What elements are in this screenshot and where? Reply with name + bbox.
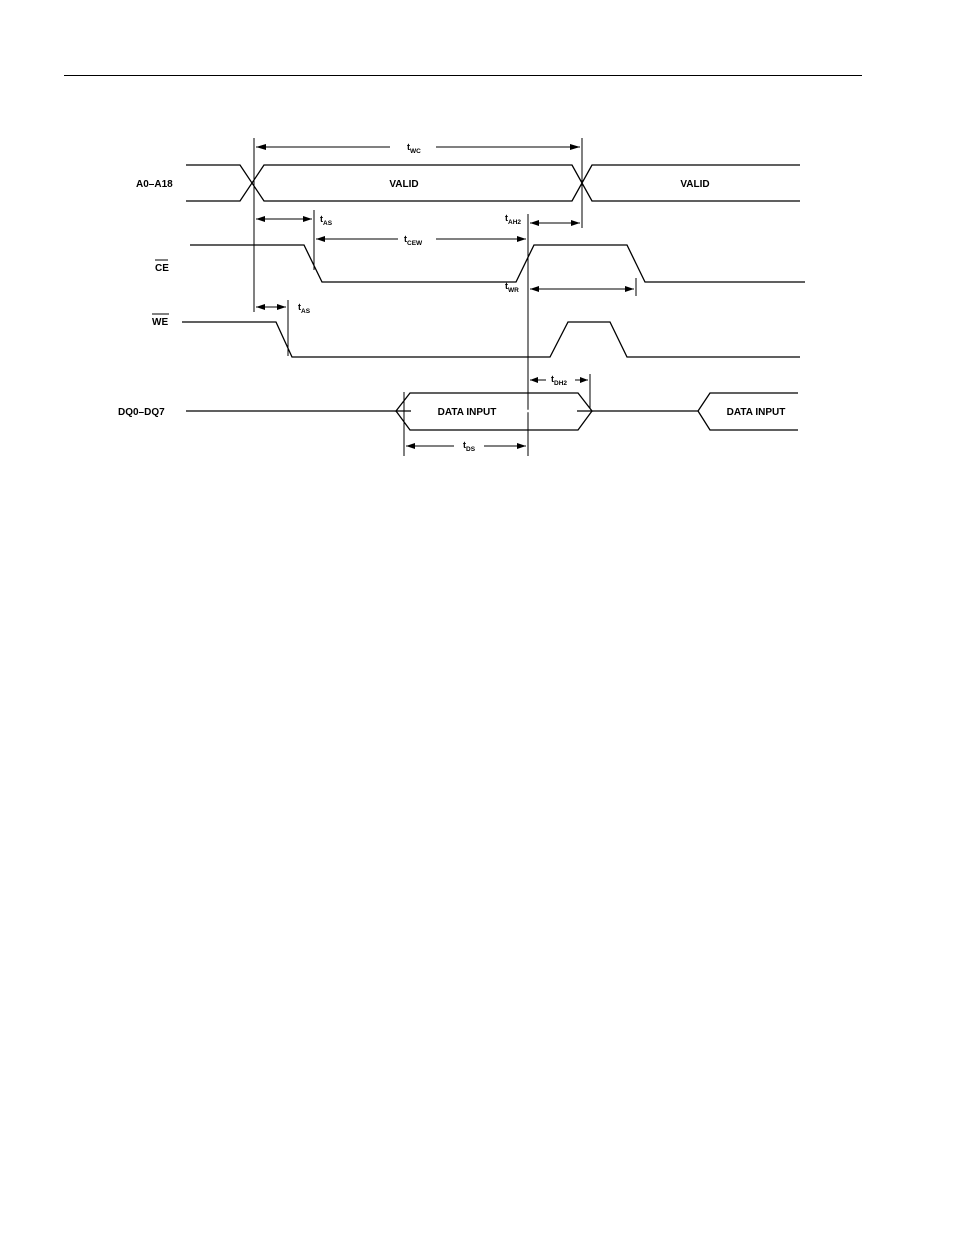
t-ds-label: tDS <box>463 440 476 453</box>
address-valid-label-2: VALID <box>680 179 709 190</box>
signal-label-address: A0–A18 <box>136 179 173 190</box>
address-valid-label-1: VALID <box>389 179 418 190</box>
signal-label-dq: DQ0–DQ7 <box>118 407 165 418</box>
t-as-ce-label: tAS <box>320 214 333 227</box>
t-ah2-label: tAH2 <box>505 213 521 226</box>
signal-label-ce: CE <box>155 263 169 274</box>
signal-label-we: WE <box>152 317 168 328</box>
t-wr-arrow <box>530 286 634 292</box>
t-ah2-arrow <box>530 220 580 226</box>
t-wr-label: tWR <box>505 281 519 294</box>
t-dh2-label: tDH2 <box>551 374 567 387</box>
t-wc-label: tWC <box>407 142 421 155</box>
dq-data-input-label-2: DATA INPUT <box>727 407 786 418</box>
dq-data-input-label-1: DATA INPUT <box>438 407 497 418</box>
t-cew-label: tCEW <box>404 234 423 247</box>
t-as-we-arrow <box>256 304 286 310</box>
t-as-ce-arrow <box>256 216 312 222</box>
we-waveform <box>182 322 800 357</box>
ce-waveform <box>190 245 805 282</box>
t-as-we-label: tAS <box>298 302 311 315</box>
